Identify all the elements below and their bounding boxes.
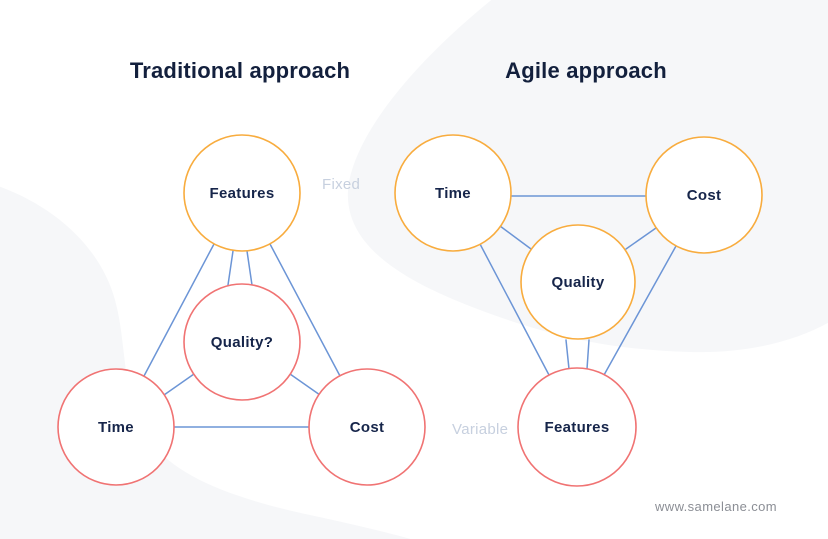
node-agile-features [517,367,637,487]
node-label-traditional-time: Time [98,419,134,436]
annotation-variable: Variable [452,421,509,438]
node-agile-quality [520,224,636,340]
node-label-agile-cost: Cost [687,187,722,204]
node-agile-cost [645,136,763,254]
edge-agile-quality-features [586,339,590,370]
edge-agile-quality-features [565,339,570,370]
node-traditional-cost [308,368,426,486]
edge-agile-time-features [479,243,550,376]
background-blob-top-right [347,0,828,353]
edge-agile-cost-quality [625,227,657,250]
node-traditional-quality [183,283,301,401]
title-traditional-approach: Traditional approach [129,58,351,83]
node-traditional-time [57,368,175,486]
node-label-traditional-quality: Quality? [211,334,273,351]
edge-agile-time-quality [499,225,532,250]
edge-traditional-features-quality [227,250,234,286]
edge-traditional-features-quality [246,250,253,286]
node-label-traditional-features: Features [210,185,275,202]
node-label-agile-quality: Quality [552,274,605,291]
annotation-fixed: Fixed [322,176,361,193]
node-label-agile-time: Time [435,185,471,202]
node-label-traditional-cost: Cost [350,419,385,436]
node-label-agile-features: Features [545,419,610,436]
node-traditional-features [183,134,301,252]
title-agile-approach: Agile approach [505,58,667,83]
edge-traditional-features-time [143,243,215,377]
edge-traditional-quality-cost [289,373,321,396]
node-agile-time [394,134,512,252]
edge-traditional-features-cost [269,243,341,377]
edge-agile-cost-features [603,245,677,376]
website-url: www.samelane.com [655,499,777,514]
edge-traditional-quality-time [163,373,195,396]
